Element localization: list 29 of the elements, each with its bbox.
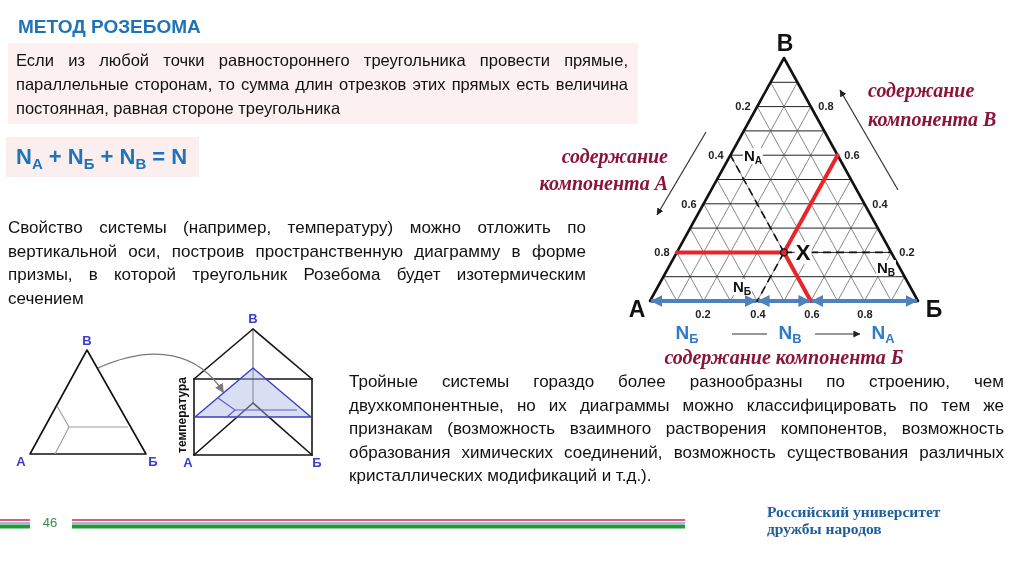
tick-label: 0.6 bbox=[804, 308, 820, 320]
section-triangle bbox=[194, 367, 312, 418]
vertex-label: А bbox=[183, 455, 193, 469]
vertex-label: А bbox=[628, 297, 646, 321]
vertex-label: В bbox=[776, 31, 794, 55]
triangle-drawing bbox=[29, 349, 147, 455]
axis-title: содержание компонента Б bbox=[664, 346, 904, 368]
formula-text: N$_{А}$ + N$_{Б}$ + N$_{В}$ = N bbox=[16, 143, 189, 174]
vertex-label: Б bbox=[925, 297, 943, 321]
university-name: Российский университет дружбы народов bbox=[767, 503, 942, 537]
tick-label: 0.8 bbox=[857, 308, 873, 320]
curved-arrow bbox=[97, 353, 225, 394]
vertex-label: В bbox=[248, 311, 258, 325]
tick-label: 0.2 bbox=[695, 308, 711, 320]
axis-title: содержание компонента А bbox=[538, 144, 668, 196]
vertex-label: Б bbox=[148, 454, 158, 468]
vertex-label: Б bbox=[312, 455, 322, 469]
tick-label: 0.4 bbox=[750, 308, 766, 320]
statement-text: Если из любой точки равностороннего треугольника провести прямые, параллельные сторонам, то сумма длин отрезков этих прямых есть величина постоянная, равная стороне треугольника bbox=[16, 50, 628, 119]
segment-label: N$_{А}$ bbox=[871, 322, 895, 342]
vertex-label: В bbox=[82, 333, 92, 347]
axis-label: температура bbox=[176, 377, 188, 453]
segment-label: N$_{В}$ bbox=[778, 322, 802, 342]
slide-title: МЕТОД РОЗЕБОМА bbox=[18, 16, 201, 38]
page-number: 46 bbox=[42, 515, 58, 529]
paragraph: Свойство системы (например, температуру) можно отложить по вертикальной оси, построив пространственную диаграмму в форме призмы, в которой треугольник Розебома будет изотермическим сечением bbox=[8, 217, 586, 310]
paragraph: Тройные системы гораздо более разнообразны по строению, чем двухкомпонентные, но их диаграммы можно классифицировать по тем же признакам (возможность взаимного растворения компонентов, возможность образования химических соединений, возможность существования различных кристаллических модификаций и т.д.). bbox=[349, 371, 1004, 487]
vertex-label: А bbox=[16, 454, 26, 468]
segment-label: N$_{Б}$ bbox=[675, 322, 699, 342]
